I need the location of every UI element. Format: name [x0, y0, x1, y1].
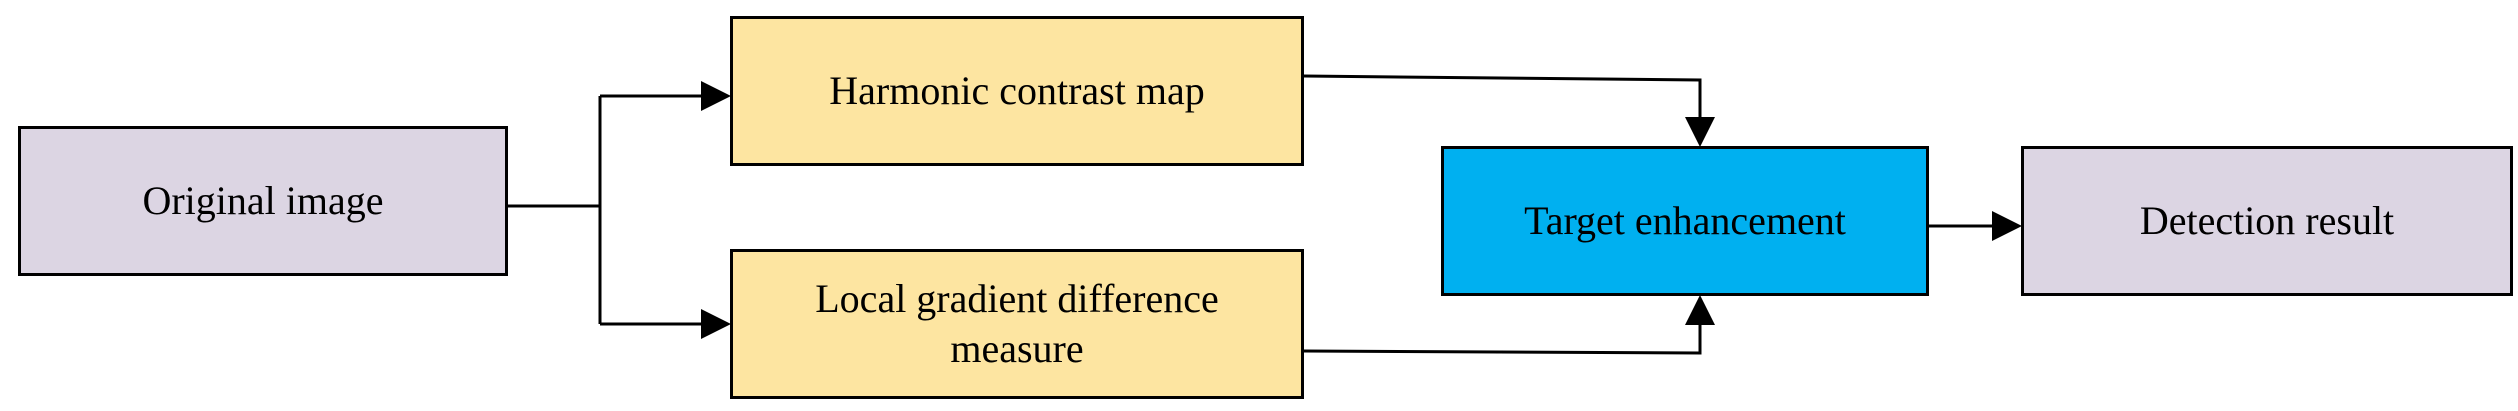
- node-local-gradient-difference-measure: Local gradient difference measure: [730, 249, 1304, 399]
- node-target-enhancement: Target enhancement: [1441, 146, 1929, 296]
- edge-harmonic-to-target: [1303, 74, 1715, 147]
- node-detection-result: Detection result: [2021, 146, 2513, 296]
- node-harmonic-contrast-map-label: Harmonic contrast map: [829, 68, 1205, 113]
- node-detection-result-label: Detection result: [2139, 198, 2395, 243]
- edge-gradient-to-target: [1303, 295, 1715, 355]
- node-target-enhancement-label: Target enhancement: [1524, 198, 1846, 243]
- node-original-image: Original image: [18, 126, 508, 276]
- node-harmonic-contrast-map: Harmonic contrast map: [730, 16, 1304, 166]
- node-local-gradient-difference-measure-label: Local gradient difference measure: [815, 276, 1219, 371]
- node-original-image-label: Original image: [142, 178, 384, 223]
